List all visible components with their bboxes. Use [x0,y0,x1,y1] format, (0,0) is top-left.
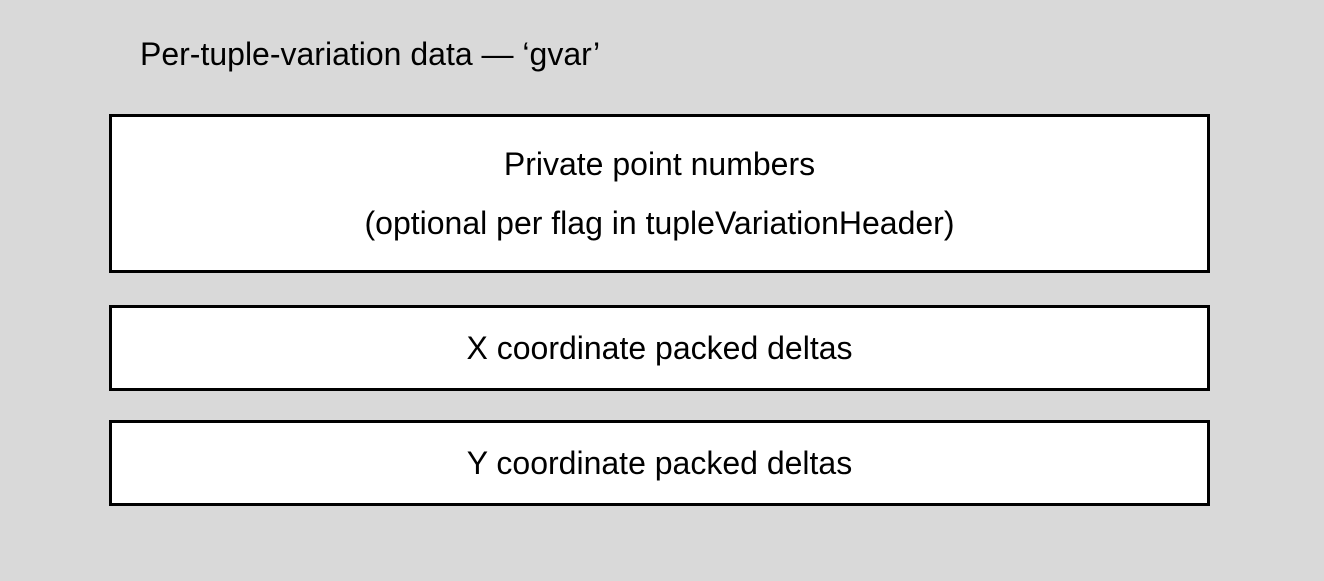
box-y-coordinate-packed-deltas-line-1: Y coordinate packed deltas [466,445,853,481]
diagram-title: Per-tuple-variation data — ‘gvar’ [140,36,601,72]
box-x-coordinate-packed-deltas-line-1: X coordinate packed deltas [466,330,853,366]
box-y-coordinate-packed-deltas: Y coordinate packed deltas [109,420,1210,506]
box-private-point-numbers-line-2: (optional per flag in tupleVariationHead… [364,204,955,241]
box-private-point-numbers-line-1: Private point numbers [503,145,816,182]
box-private-point-numbers: Private point numbers (optional per flag… [109,114,1210,273]
box-x-coordinate-packed-deltas: X coordinate packed deltas [109,305,1210,391]
